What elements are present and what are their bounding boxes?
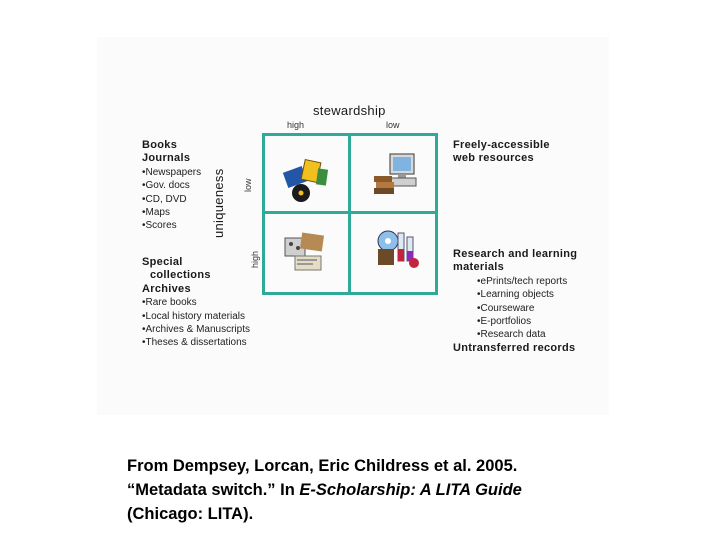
list-item: •Theses & dissertations — [142, 336, 250, 349]
list-item: •Courseware — [453, 302, 577, 315]
list-item: •Research data — [453, 328, 577, 341]
category-heading: Freely-accessible — [453, 139, 550, 152]
caption-line: (Chicago: LITA). — [127, 502, 647, 526]
list-item: •Gov. docs — [142, 179, 201, 192]
book-title: E-Scholarship: A LITA Guide — [299, 481, 521, 499]
category-heading: Archives — [142, 283, 250, 296]
citation-caption: From Dempsey, Lorcan, Eric Childress et … — [127, 454, 647, 526]
stewardship-axis-title: stewardship — [313, 103, 386, 118]
caption-text: “Metadata switch.” In — [127, 481, 299, 499]
bottom-left-block: Special collections Archives •Rare books… — [142, 256, 250, 350]
list-item: •Local history materials — [142, 310, 250, 323]
category-heading: materials — [453, 261, 577, 274]
category-heading: collections — [142, 269, 250, 282]
list-item: •ePrints/tech reports — [453, 275, 577, 288]
category-heading: Journals — [142, 152, 201, 165]
list-item: •Scores — [142, 219, 201, 232]
top-left-block: Books Journals •Newspapers •Gov. docs •C… — [142, 139, 201, 233]
books-journals-icon — [281, 155, 333, 203]
grid-horizontal-divider — [262, 211, 438, 214]
stewardship-low-label: low — [386, 120, 400, 130]
list-item: •Archives & Manuscripts — [142, 323, 250, 336]
category-heading: Special — [142, 256, 250, 269]
list-item: •Newspapers — [142, 166, 201, 179]
list-item: •CD, DVD — [142, 193, 201, 206]
stewardship-high-label: high — [287, 120, 304, 130]
category-heading: Untransferred records — [453, 342, 577, 355]
computer-books-icon — [370, 150, 422, 198]
list-item: •E-portfolios — [453, 315, 577, 328]
uniqueness-high-label: high — [250, 251, 260, 268]
grid-vertical-divider — [348, 133, 351, 295]
uniqueness-axis-title: uniqueness — [211, 168, 226, 238]
top-right-block: Freely-accessible web resources — [453, 139, 550, 166]
bottom-right-block: Research and learning materials •ePrints… — [453, 248, 577, 355]
caption-line: From Dempsey, Lorcan, Eric Childress et … — [127, 454, 647, 478]
research-lab-icon — [370, 223, 422, 271]
archives-icon — [281, 228, 333, 276]
category-heading: Books — [142, 139, 201, 152]
caption-line: “Metadata switch.” In E-Scholarship: A L… — [127, 478, 647, 502]
category-heading: Research and learning — [453, 248, 577, 261]
list-item: •Learning objects — [453, 288, 577, 301]
uniqueness-low-label: low — [243, 178, 253, 192]
category-heading: web resources — [453, 152, 550, 165]
list-item: •Rare books — [142, 296, 250, 309]
list-item: •Maps — [142, 206, 201, 219]
